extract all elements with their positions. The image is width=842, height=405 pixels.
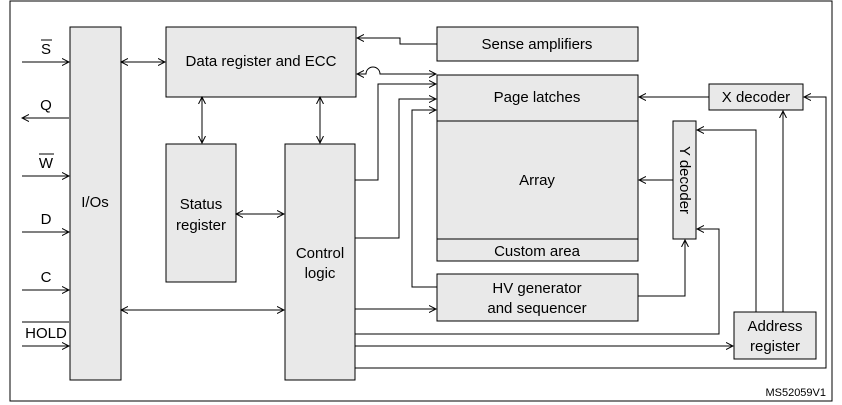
signal-s-label: S	[41, 41, 51, 58]
sense-amplifiers-block: Sense amplifiers	[436, 26, 639, 62]
address-register-block: Address register	[733, 311, 817, 360]
hv-generator-label-1: HV generator	[492, 280, 581, 297]
signal-q: Q	[22, 97, 69, 118]
figure-reference: MS52059V1	[765, 387, 826, 399]
signal-w-label: W	[39, 155, 54, 172]
signal-d: D	[22, 211, 69, 232]
x-decoder-label: X decoder	[722, 89, 790, 106]
control-logic-label-1: Control	[296, 245, 344, 262]
custom-area-block: Custom area	[436, 238, 639, 262]
page-latches-label: Page latches	[494, 89, 581, 106]
hv-generator-label-2: and sequencer	[487, 300, 586, 317]
x-decoder-block: X decoder	[708, 83, 804, 111]
signal-w: W	[22, 153, 69, 176]
page-latches-block: Page latches	[436, 74, 639, 122]
y-decoder-label: Y decoder	[676, 146, 693, 214]
address-register-label-2: register	[750, 338, 800, 355]
signal-s: S	[22, 39, 69, 62]
array-block: Array	[436, 120, 639, 240]
ios-label: I/Os	[81, 194, 109, 211]
signal-d-label: D	[41, 211, 52, 228]
signal-q-label: Q	[40, 97, 52, 114]
array-label: Array	[519, 172, 555, 189]
signal-c-label: C	[41, 269, 52, 286]
status-register-label-1: Status	[180, 196, 223, 213]
data-register-label: Data register and ECC	[186, 53, 337, 70]
data-register-block: Data register and ECC	[165, 26, 357, 98]
signal-hold: HOLD	[22, 321, 69, 346]
status-register-block: Status register	[165, 143, 237, 283]
signal-hold-label: HOLD	[25, 325, 67, 342]
ios-block: I/Os	[69, 26, 122, 381]
signal-c: C	[22, 269, 69, 290]
address-register-label-1: Address	[747, 318, 802, 335]
hv-generator-block: HV generator and sequencer	[436, 273, 639, 322]
connections	[121, 38, 827, 369]
sense-amplifiers-label: Sense amplifiers	[482, 36, 593, 53]
diagram-frame	[9, 0, 833, 402]
status-register-label-2: register	[176, 217, 226, 234]
custom-area-label: Custom area	[494, 243, 581, 260]
control-logic-label-2: logic	[305, 265, 336, 282]
y-decoder-block: Y decoder	[672, 120, 697, 240]
control-logic-block: Control logic	[284, 143, 356, 381]
